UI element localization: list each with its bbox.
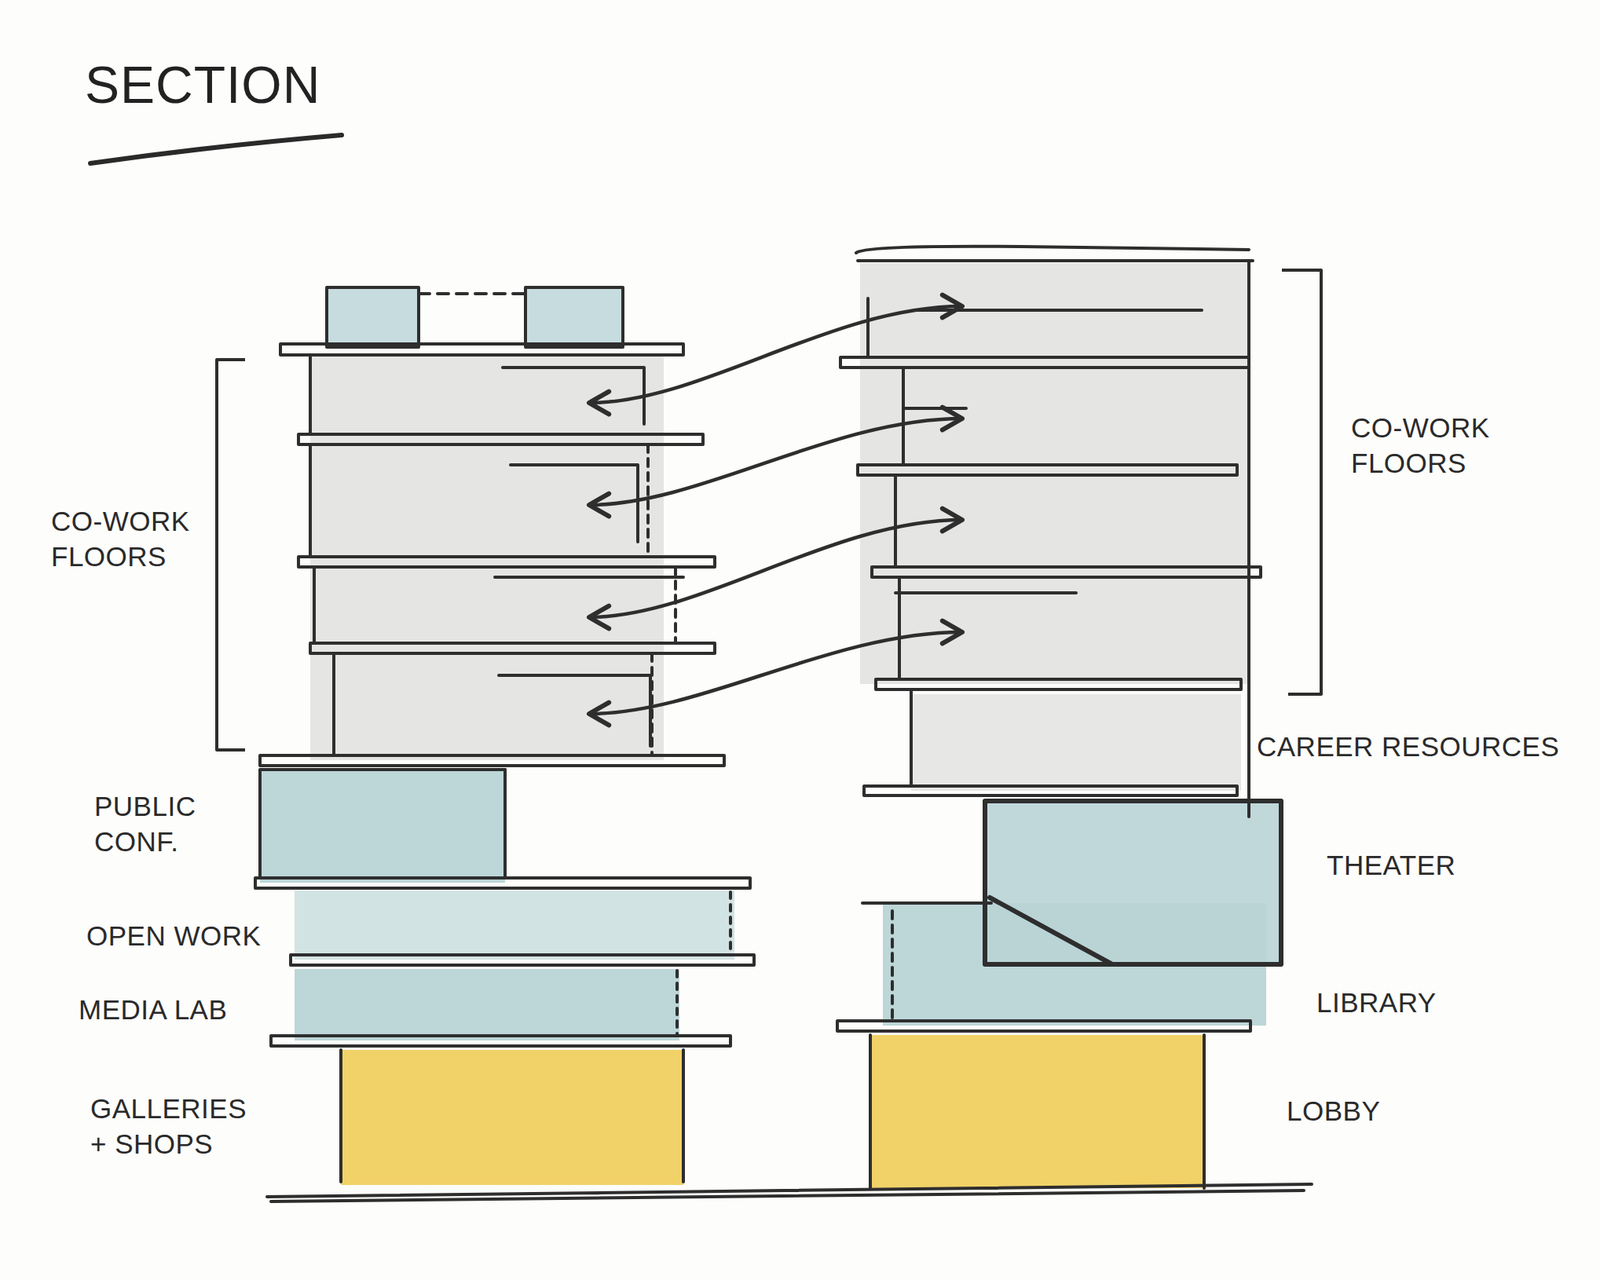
circulation-arrow [589,519,963,618]
zone-label: CAREER RESOURCES [1256,729,1560,766]
slab-lines [525,287,623,348]
floor-fill [259,769,506,883]
zone-label: LIBRARY [1316,985,1437,1022]
slab-lines [418,292,526,296]
zone-label: CO-WORK FLOORS [1351,410,1509,482]
floor-zone: CO-WORK FLOORS [962,249,1540,695]
floor-fill [259,263,1282,1189]
slab-lines [989,897,1281,965]
slab-lines [890,911,894,1022]
slab-lines [856,246,1253,261]
floor-zone: CAREER RESOURCES [911,694,1571,791]
slab-lines [862,901,992,905]
circulation-arrow [589,306,963,403]
bracket [1281,270,1322,695]
circulation-arrow [589,418,963,506]
circulation-arrow [589,632,963,714]
zone-label: GALLERIES + SHOPS [90,1091,271,1163]
floor-zone: LIBRARY [882,903,1472,1026]
slab-lines [840,357,1249,368]
zone-label: MEDIA LAB [78,992,228,1029]
floor-fill [326,287,419,348]
slab-lines [871,567,1261,578]
slab-lines [857,464,1238,476]
slab-lines [503,769,507,879]
bracket [216,359,246,751]
slab-lines [875,679,1242,690]
sheet-title: SECTION [84,54,321,115]
zone-label: THEATER [1326,848,1456,884]
slab-lines [280,344,684,356]
slab-lines [984,801,1282,965]
floor-fill [294,890,735,960]
title-underline [90,135,342,164]
zone-label: CO-WORK FLOORS [51,504,209,575]
zone-label: PUBLIC CONF. [94,789,213,861]
slab-lines [837,1021,1251,1032]
slab-lines [867,260,1249,817]
floor-fill [525,287,623,348]
slab-lines [326,287,419,348]
slab-lines [270,1036,731,1047]
slab-lines [895,310,1202,594]
floor-fill [340,1050,684,1186]
slab-lines [340,1050,684,1183]
zone-label: LOBBY [1286,1094,1381,1130]
slab-lines [290,955,755,966]
slab-lines [310,643,715,654]
slab-lines [677,892,731,1037]
floor-zone: THEATER [984,801,1488,965]
slab-lines [255,246,1312,1202]
slab-lines [870,1035,1205,1189]
floor-zone: PUBLIC CONF. [86,765,506,884]
floor-zone: LOBBY [870,1035,1421,1189]
floor-zone: MEDIA LAB [78,959,680,1041]
floor-zone: OPEN WORK [82,887,735,960]
floor-fill [294,969,680,1041]
slab-lines [310,355,334,756]
floor-fill [911,694,1242,791]
slab-lines [267,1184,1312,1202]
bracket [216,270,1322,751]
slab-lines [259,755,725,766]
title-underline [90,135,342,164]
floor-fill [984,801,1282,965]
slab-lines [259,769,506,879]
floor-zone: CO-WORK FLOORS [47,347,590,761]
floor-fill [870,1035,1205,1189]
slab-lines [864,786,1238,796]
slab-lines [298,434,703,445]
zone-label: OPEN WORK [86,918,261,955]
floor-zone: GALLERIES + SHOPS [86,1040,684,1190]
slab-lines [298,556,715,568]
slab-lines [494,367,684,747]
